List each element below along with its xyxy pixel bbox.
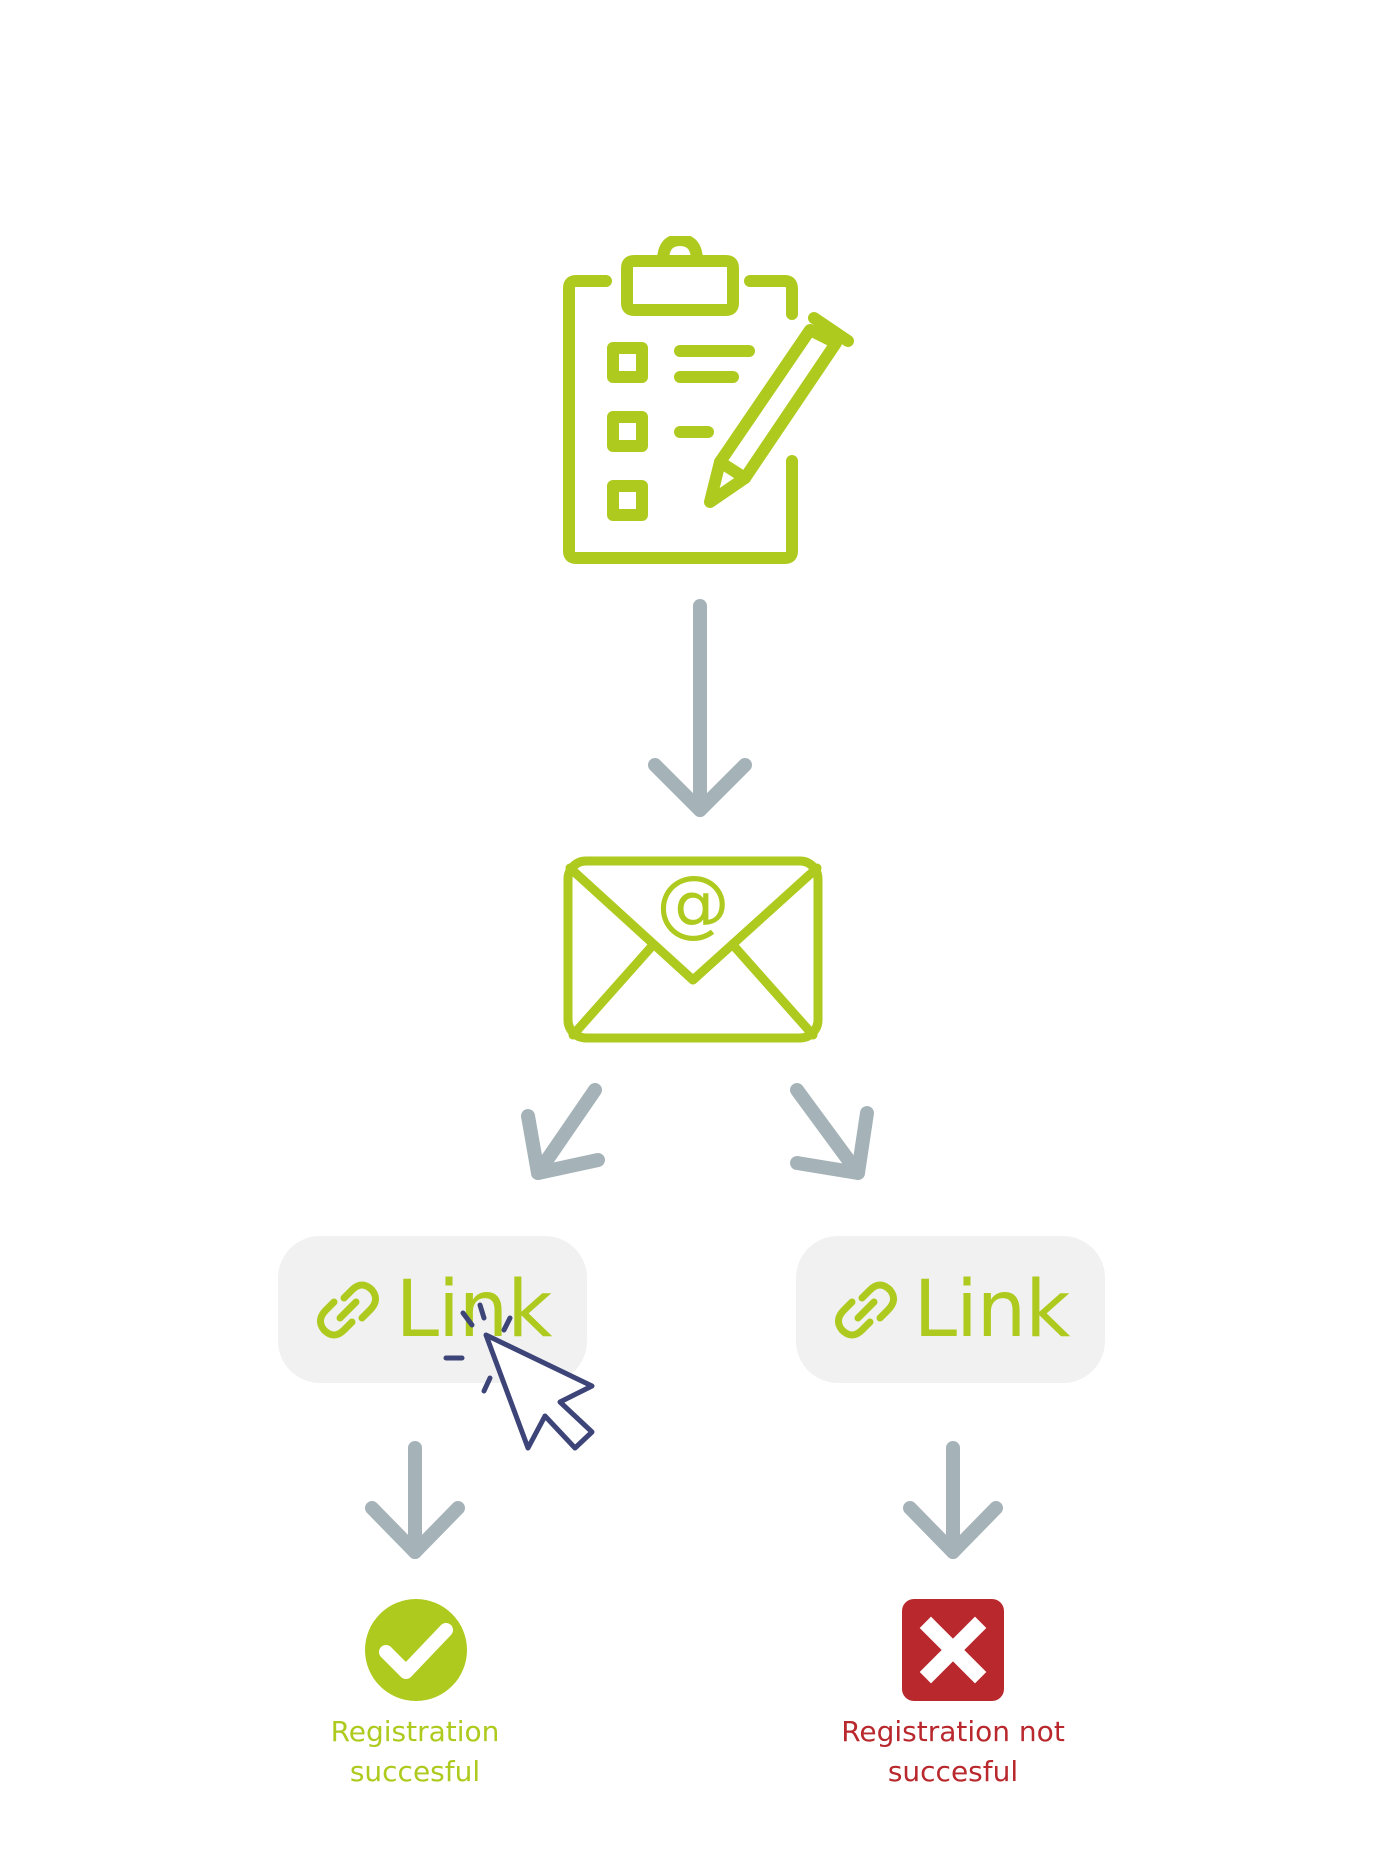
link-label: Link: [913, 1264, 1071, 1355]
envelope-at-icon: @: [563, 856, 823, 1043]
clipboard-checklist-icon: [563, 236, 854, 564]
link-chain-icon: [316, 1281, 379, 1338]
caption-success: Registration succesful: [245, 1712, 585, 1792]
link-label: Link: [395, 1264, 553, 1355]
check-circle-icon: [365, 1599, 467, 1701]
arrow-down: [365, 1441, 465, 1559]
caption-line: succesful: [887, 1755, 1019, 1788]
at-glyph: @: [656, 860, 730, 946]
caption-failure: Registration not succesful: [783, 1712, 1123, 1792]
link-chain-icon: [834, 1281, 897, 1338]
caption-line: Registration not: [841, 1715, 1065, 1748]
caption-line: Registration: [330, 1715, 500, 1748]
caption-line: succesful: [349, 1755, 481, 1788]
arrow-down: [648, 599, 752, 817]
mouse-pointer-click-icon: [443, 1302, 595, 1451]
link-chip-right[interactable]: Link: [796, 1236, 1105, 1383]
arrow-down: [903, 1441, 1003, 1559]
arrow-down-left: [521, 1083, 605, 1180]
x-square-icon: [902, 1599, 1004, 1701]
arrow-down-right: [790, 1083, 874, 1180]
